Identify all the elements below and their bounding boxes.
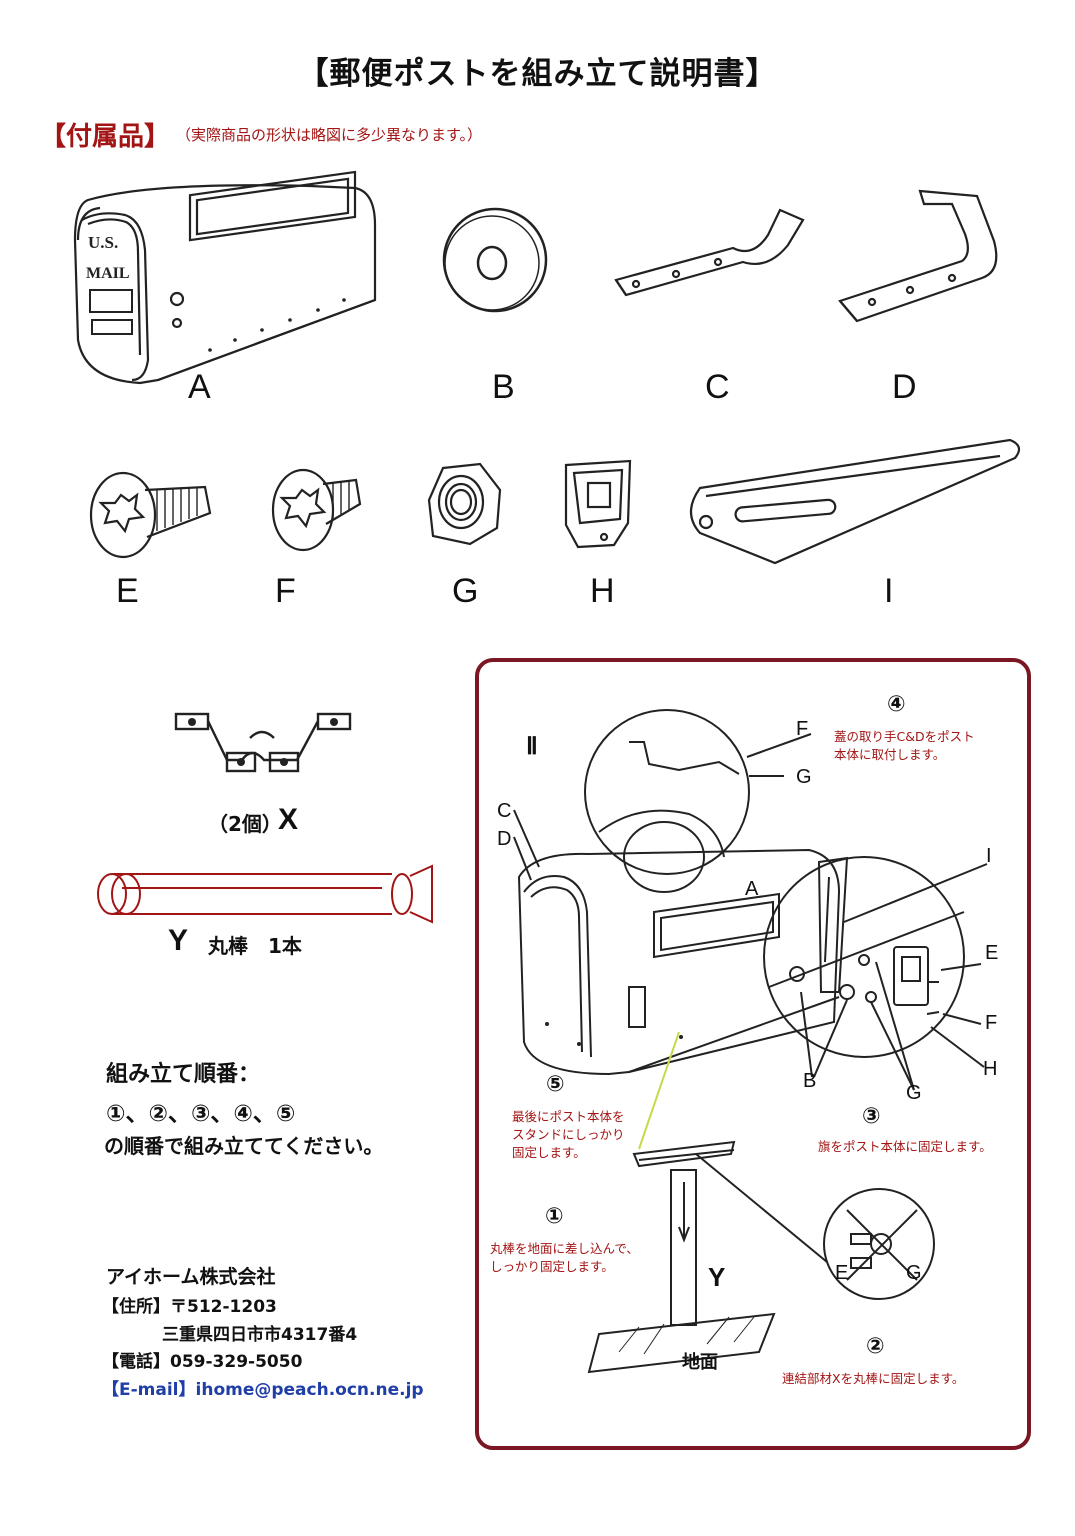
document-title: 【郵便ポストを組み立て説明書】 (297, 56, 778, 92)
company-address: 三重県四日市市4317番4 (162, 1325, 358, 1345)
screw-part-f-illustration (271, 468, 362, 552)
diagram-label-b: B (803, 1070, 817, 1092)
step-5-text-line2: スタンドにしっかり (512, 1127, 625, 1142)
handle-part-c-illustration (614, 208, 805, 297)
diagram-label-a: A (745, 878, 759, 900)
accessories-note: （実際商品の形状は略図に多少異なります。） (176, 126, 483, 144)
step-5-text-line1: 最後にポスト本体を (512, 1109, 625, 1124)
diagram-label-f2: F (985, 1012, 998, 1034)
part-label-i: I (884, 572, 894, 610)
assembly-diagram-illustration (513, 709, 988, 1374)
diagram-label-e: E (985, 942, 999, 964)
company-address-label: 【住所】〒512-1203 (102, 1297, 277, 1317)
step-4-number: ④ (887, 692, 906, 717)
diagram-label-d: D (497, 828, 512, 850)
ground-label: 地面 (682, 1352, 718, 1373)
step-2-number: ② (866, 1334, 885, 1359)
accessories-heading: 【付属品】 (40, 122, 171, 152)
nut-part-g-illustration (427, 462, 502, 546)
diagram-label-e2: E (835, 1262, 849, 1284)
connector-part-x-illustration (174, 712, 352, 773)
step-1-text-line1: 丸棒を地面に差し込んで、 (490, 1241, 639, 1256)
flag-part-i-illustration (689, 438, 1021, 565)
part-label-c: C (705, 368, 730, 406)
diagram-label-g3: G (906, 1262, 922, 1284)
part-x-count: （2個） (208, 812, 282, 836)
mailbox-mail-text: MAIL (86, 265, 130, 282)
step-1-text-line2: しっかり固定します。 (490, 1259, 614, 1274)
part-label-d: D (892, 368, 917, 406)
step-3-number: ③ (862, 1104, 881, 1129)
step-2-text: 連結部材Xを丸棒に固定します。 (782, 1371, 965, 1386)
diagram-label-y: Y (708, 1262, 726, 1292)
part-label-y: Y (168, 924, 189, 957)
diagram-label-g: G (796, 766, 812, 788)
diagram-label-h: H (983, 1058, 998, 1080)
diagram-label-f: F (796, 718, 809, 740)
mailbox-part-a-illustration: U.S. MAIL (73, 170, 377, 385)
part-label-x: X (278, 803, 299, 836)
part-label-h: H (590, 572, 615, 610)
assembly-order-sequence: ①、②、③、④、⑤ (106, 1101, 296, 1127)
company-phone: 【電話】059-329-5050 (102, 1352, 303, 1372)
diagram-label-i: I (986, 845, 992, 867)
mailbox-us-text: U.S. (88, 233, 118, 252)
step-5-number: ⑤ (546, 1072, 565, 1097)
step-5-text-line3: 固定します。 (512, 1145, 586, 1160)
part-y-text: 丸棒 1本 (208, 934, 302, 958)
step-1-number: ① (545, 1204, 564, 1229)
step-3-text: 旗をポスト本体に固定します。 (818, 1139, 992, 1154)
step-4-text-line2: 本体に取付します。 (834, 747, 946, 762)
assembly-order-title: 組み立て順番： (106, 1062, 261, 1087)
company-email-link[interactable]: 【E-mail】ihome@peach.ocn.ne.jp (102, 1380, 424, 1400)
rod-part-y-illustration (97, 864, 433, 924)
assembly-diagram-panel (475, 658, 1031, 1450)
section-marker: Ⅱ (526, 733, 538, 760)
diagram-label-c: C (497, 800, 512, 822)
part-label-b: B (492, 368, 515, 406)
part-label-a: A (188, 368, 211, 406)
holder-part-h-illustration (564, 459, 632, 549)
step-4-text-line1: 蓋の取り手C&Dをポスト (834, 729, 975, 744)
part-label-e: E (116, 572, 139, 610)
company-name: アイホーム株式会社 (106, 1266, 276, 1288)
part-label-g: G (452, 572, 479, 610)
assembly-order-description: の順番で組み立ててください。 (104, 1134, 384, 1158)
part-label-f: F (275, 572, 296, 610)
diagram-label-g2: G (906, 1082, 922, 1104)
washer-part-b-illustration (442, 207, 548, 313)
bracket-part-d-illustration (838, 189, 998, 323)
screw-part-e-illustration (89, 471, 212, 559)
